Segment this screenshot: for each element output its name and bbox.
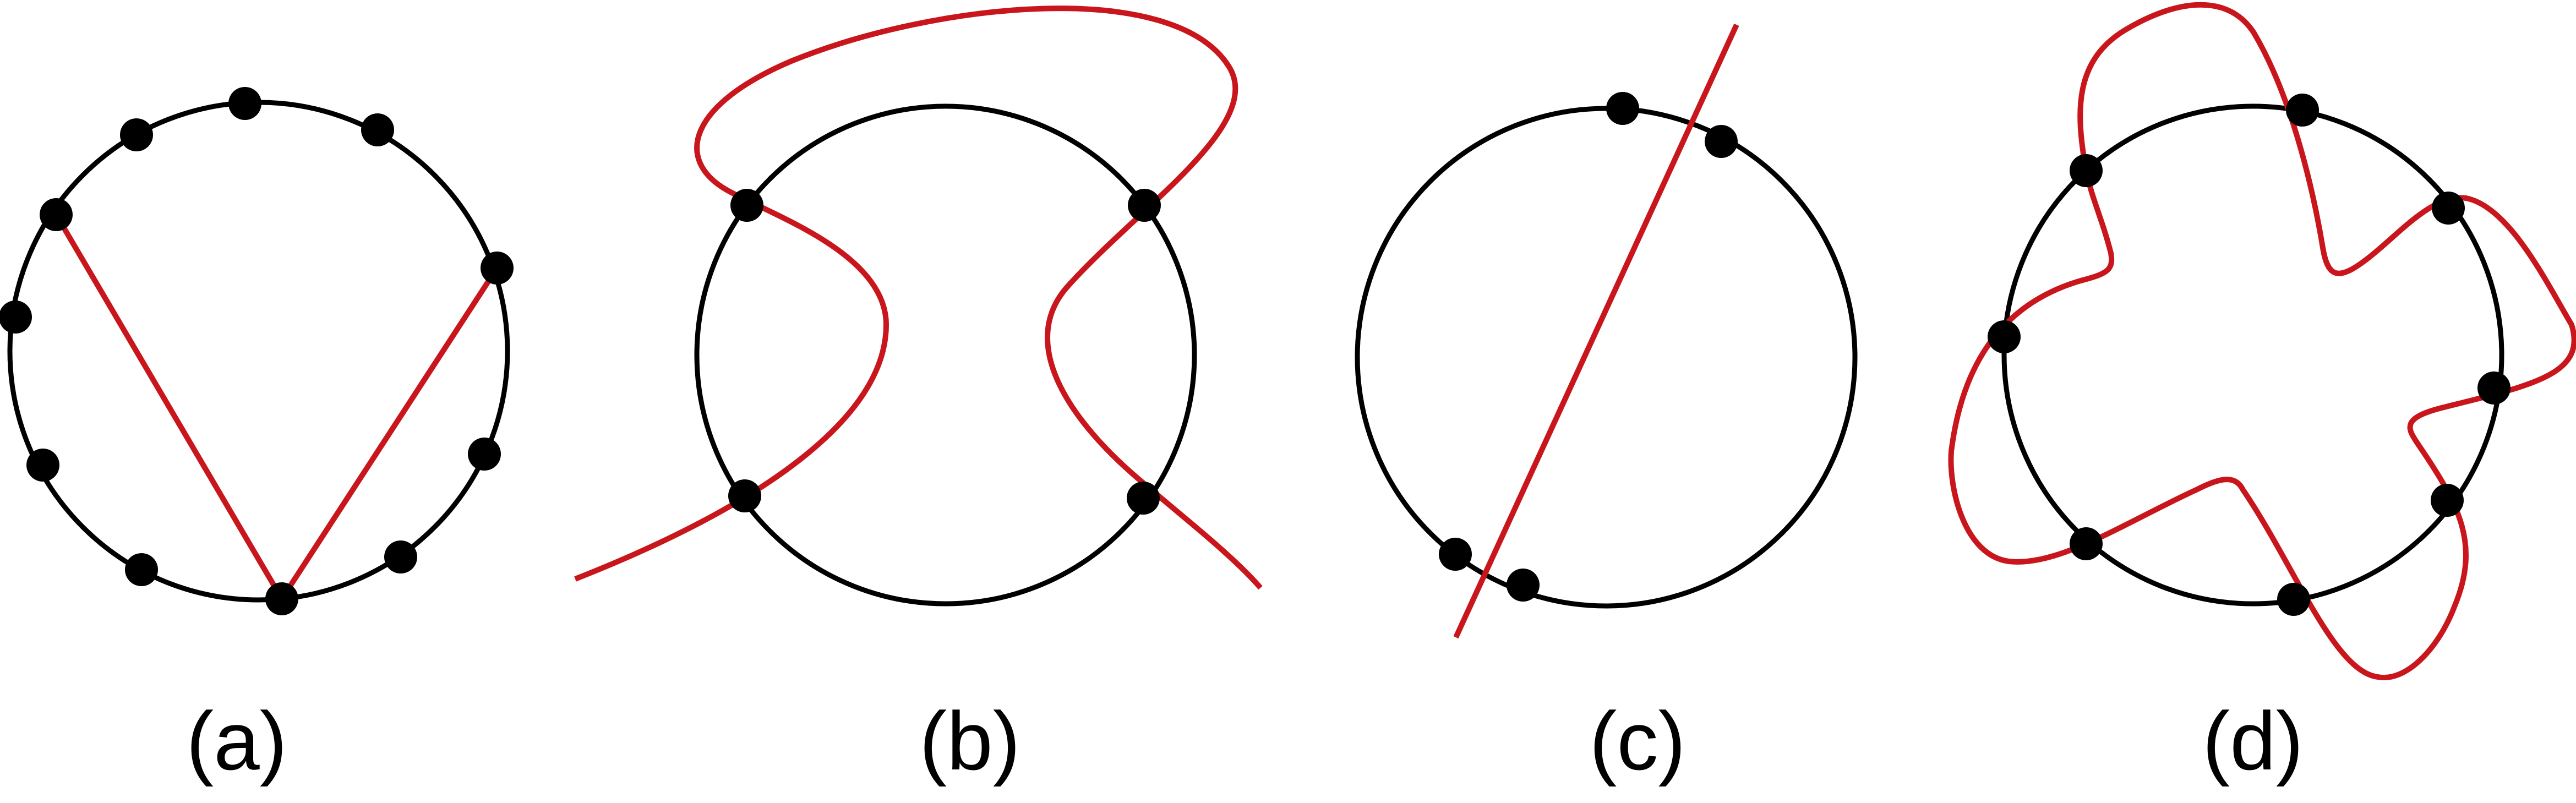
point-d-1: [2286, 94, 2319, 127]
point-d-8: [2277, 583, 2310, 616]
circle-b: [694, 103, 1197, 607]
point-c-4: [1507, 569, 1540, 602]
point-b-2: [1128, 189, 1161, 222]
panel-c: (c): [1355, 23, 1858, 787]
panel-a: (a): [0, 87, 514, 787]
point-a-3: [361, 113, 394, 146]
point-c-3: [1439, 538, 1472, 571]
panel-b: (b): [574, 6, 1263, 787]
point-b-4: [1127, 482, 1160, 515]
point-a-6: [0, 301, 32, 334]
point-d-5: [2477, 372, 2510, 405]
point-a-8: [468, 438, 501, 471]
point-a-10: [384, 540, 417, 573]
points-b: [728, 189, 1161, 515]
red-curve-b-right: [1143, 482, 1263, 590]
panel-label-a: (a): [186, 695, 287, 787]
point-a-9: [125, 553, 158, 586]
point-d-7: [2070, 527, 2103, 560]
red-line-c: [1453, 23, 1739, 639]
red-lines-a: [53, 213, 500, 600]
circle-a: [7, 100, 510, 603]
circle-c: [1355, 106, 1858, 609]
point-c-2: [1705, 125, 1738, 158]
points-d: [1988, 94, 2510, 616]
panel-d: (d): [1948, 2, 2576, 787]
point-d-6: [2431, 484, 2464, 517]
point-d-2: [2070, 154, 2103, 187]
point-a-5: [481, 252, 514, 285]
point-b-3: [728, 479, 761, 512]
red-line-a-left: [53, 213, 285, 600]
point-a-1: [228, 87, 261, 120]
circle-d: [2001, 103, 2504, 607]
points-a: [0, 87, 514, 615]
panel-label-d: (d): [2202, 695, 2303, 787]
panel-label-b: (b): [919, 695, 1020, 787]
point-b-1: [730, 189, 763, 222]
panel-label-c: (c): [1590, 695, 1686, 787]
point-d-4: [1988, 320, 2021, 353]
points-c: [1439, 92, 1738, 602]
point-d-3: [2432, 192, 2465, 225]
red-line-a-right: [279, 266, 500, 600]
point-a-11: [265, 582, 298, 615]
red-curve-b-left: [574, 6, 1238, 582]
point-c-1: [1606, 92, 1639, 125]
point-a-4: [40, 198, 73, 231]
point-a-7: [26, 449, 59, 482]
point-a-2: [120, 118, 153, 151]
